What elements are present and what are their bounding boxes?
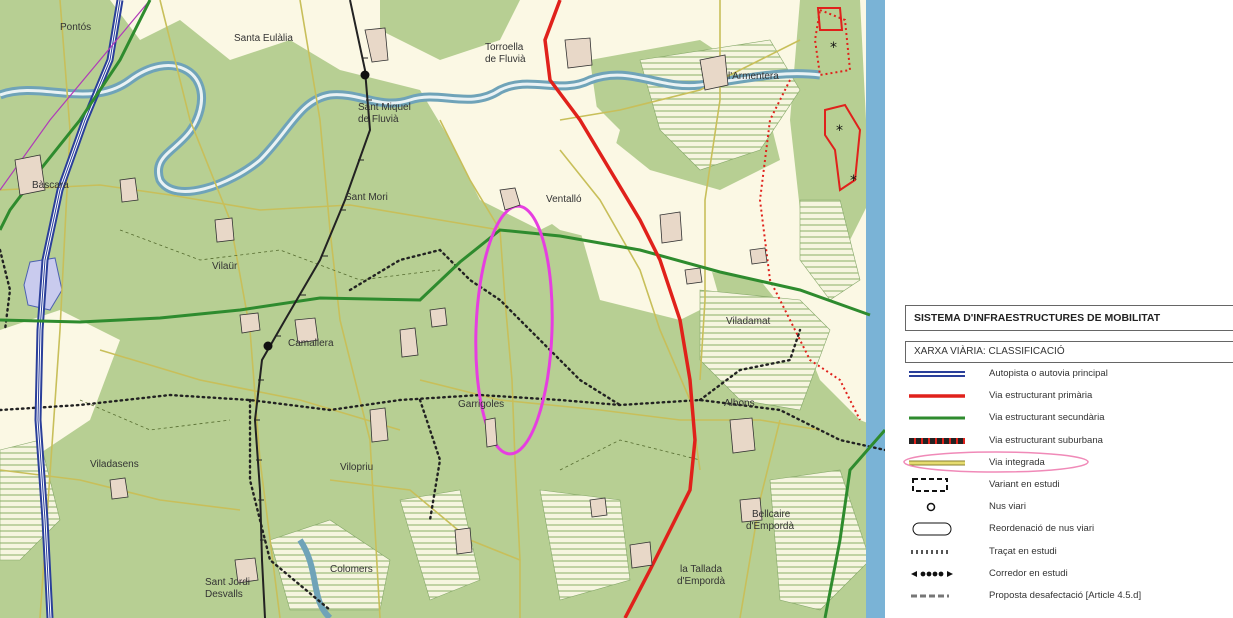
place-viladasens: Viladasens (90, 459, 139, 470)
highlight-ellipse[interactable] (472, 204, 557, 456)
place-sant-jordi-1: Sant Jordi (205, 577, 250, 588)
legend-label: Via estructurant secundària (989, 412, 1105, 424)
place-viladamat: Viladamat (726, 316, 771, 327)
legend-item-node-reorg: Reordenació de nus viari (905, 518, 1233, 540)
integrated-road-symbol (909, 460, 965, 466)
place-armentera: l'Armentera (728, 71, 779, 82)
legend-subtitle: XARXA VIÀRIA: CLASSIFICACIÓ (905, 341, 1233, 363)
place-bellcaire-1: Bellcaire (752, 509, 791, 520)
regional-boundary (0, 0, 151, 191)
legend-label: Via integrada (989, 456, 1045, 468)
place-camallera: Camallera (288, 338, 334, 349)
legend-item-secondary: Via estructurant secundària (905, 407, 1233, 429)
legend-item-primary: Via estructurant primària (905, 385, 1233, 407)
place-bellcaire-2: d'Empordà (746, 521, 794, 532)
legend-label: Via estructurant primària (989, 390, 1093, 402)
legend-item-motorway: Autopista o autovia principal (905, 363, 1233, 385)
place-santa-eulalia: Santa Eulàlia (234, 33, 293, 44)
legend-item-corridor: Corredor en estudi (905, 563, 1233, 585)
legend-item-variant: Variant en estudi (905, 474, 1233, 496)
place-sant-miquel-2: de Fluvià (358, 114, 399, 125)
legend-item-integrated: Via integrada (903, 451, 1233, 474)
local-paths (79, 229, 701, 471)
protected-area-top (816, 7, 844, 31)
svg-text:*: * (836, 123, 843, 139)
disaffection-symbol (911, 594, 949, 598)
station-sant-miquel (360, 70, 370, 80)
settlements (14, 27, 768, 584)
legend-item-node: Nus viari (905, 496, 1233, 518)
place-torroella-1: Torroella (485, 42, 524, 53)
legend-highlight-ellipse (903, 451, 1089, 473)
map[interactable]: * * * Pontós Santa Eulàlia Torroella de … (0, 0, 885, 618)
legend-label: Proposta desafectació [Article 4.5.d] (989, 589, 1142, 601)
place-sant-jordi-2: Desvalls (205, 589, 243, 600)
legend: SISTEMA D'INFRAESTRUCTURES DE MOBILITAT … (903, 305, 1233, 607)
legend-label: Via estructurant suburbana (989, 434, 1103, 446)
legend-title: SISTEMA D'INFRAESTRUCTURES DE MOBILITAT (905, 305, 1233, 331)
place-bascara: Bàscara (32, 180, 69, 191)
sea-area (866, 0, 885, 618)
legend-item-suburban: Via estructurant suburbana (905, 430, 1233, 452)
svg-text:*: * (830, 40, 837, 56)
river (0, 61, 821, 618)
place-sant-mori: Sant Mori (345, 192, 388, 203)
node-symbol (926, 502, 936, 512)
legend-label: Autopista o autovia principal (989, 368, 1108, 379)
primary-road (543, 0, 697, 618)
place-tallada-2: d'Empordà (677, 576, 725, 587)
motorway (34, 0, 124, 618)
place-torroella-2: de Fluvià (485, 54, 526, 65)
suburban-road-symbol (909, 437, 965, 444)
place-tallada-1: la Tallada (680, 564, 723, 575)
place-pontos: Pontós (60, 22, 91, 33)
star-markers: * * * (830, 40, 857, 189)
place-labels: Pontós Santa Eulàlia Torroella de Fluvià… (32, 22, 794, 600)
route-study-symbol (911, 549, 949, 554)
legend-item-route-study: Traçat en estudi (905, 541, 1233, 563)
svg-text:*: * (850, 173, 857, 189)
secondary-roads (0, 0, 885, 618)
place-colomers: Colomers (330, 564, 373, 575)
legend-item-disaffection: Proposta desafectació [Article 4.5.d] (905, 585, 1233, 607)
place-ventallo: Ventalló (546, 194, 582, 205)
place-sant-miquel-1: Sant Miquel (358, 102, 411, 113)
node-reorg-symbol (912, 522, 952, 536)
place-albons: Albons (724, 398, 755, 409)
variant-symbol (912, 477, 948, 492)
protected-area-solid (824, 103, 862, 192)
legend-label: Corredor en estudi (989, 567, 1068, 579)
legend-label: Traçat en estudi (989, 545, 1057, 557)
railway-ticks (254, 57, 372, 541)
place-vilopriu: Vilopriu (340, 462, 373, 473)
motorway-symbol (909, 371, 965, 377)
primary-road-symbol (909, 394, 965, 398)
legend-label: Nus viari (989, 501, 1026, 513)
farmland-areas (0, 70, 720, 460)
place-vilaur: Vilaür (212, 261, 238, 272)
secondary-road-symbol (909, 416, 965, 420)
legend-label: Reordenació de nus viari (989, 523, 1095, 535)
corridor-symbol (911, 570, 953, 577)
protected-area-boundary (758, 8, 861, 421)
place-garrigoles: Garrigoles (458, 399, 504, 410)
legend-label: Variant en estudi (989, 478, 1060, 490)
railway (253, 0, 372, 618)
station-camallera (263, 341, 273, 351)
